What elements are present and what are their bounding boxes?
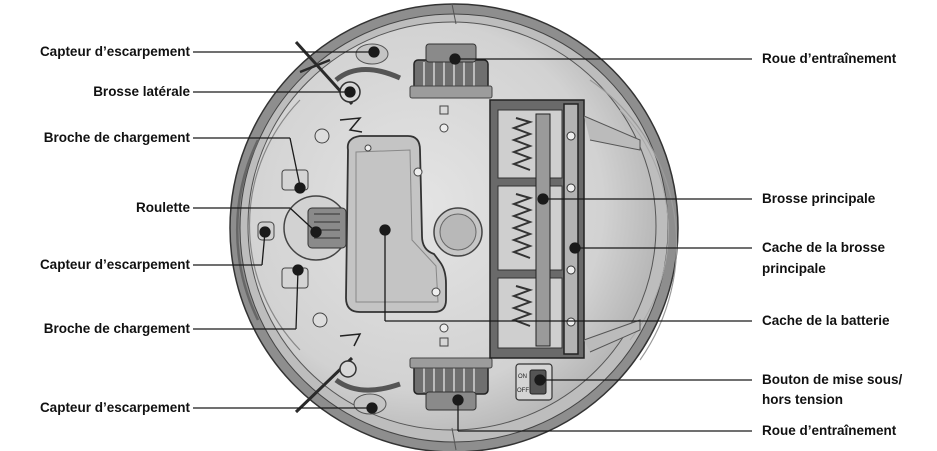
main-brush-cover bbox=[563, 103, 579, 355]
label-cliff-sensor-top: Capteur d’escarpement bbox=[39, 44, 190, 59]
label-power-button-line2: hors tension bbox=[762, 392, 844, 407]
main-brush-roller bbox=[535, 113, 551, 347]
label-battery-cover: Cache de la batterie bbox=[762, 313, 890, 328]
label-drive-wheel-top: Roue d’entraînement bbox=[762, 51, 897, 66]
label-charging-pin-top: Broche de chargement bbox=[43, 130, 190, 145]
label-power-button-line1: Bouton de mise sous/ bbox=[762, 372, 903, 387]
label-cliff-sensor-middle: Capteur d’escarpement bbox=[39, 257, 190, 272]
label-cliff-sensor-bottom: Capteur d’escarpement bbox=[39, 400, 190, 415]
label-drive-wheel-bottom: Roue d’entraînement bbox=[762, 423, 897, 438]
side-brush-hub-bottom bbox=[339, 360, 357, 378]
label-main-brush: Brosse principale bbox=[762, 191, 876, 206]
label-main-brush-cover-line2: principale bbox=[762, 261, 826, 276]
switch-mark-off: OFF bbox=[517, 388, 529, 394]
label-caster: Roulette bbox=[136, 200, 190, 215]
label-main-brush-cover-line1: Cache de la brosse bbox=[762, 240, 886, 255]
label-side-brush: Brosse latérale bbox=[93, 84, 190, 99]
switch-mark-on: ON bbox=[518, 374, 527, 380]
battery-cover bbox=[345, 135, 447, 313]
label-charging-pin-bottom: Broche de chargement bbox=[43, 321, 190, 336]
